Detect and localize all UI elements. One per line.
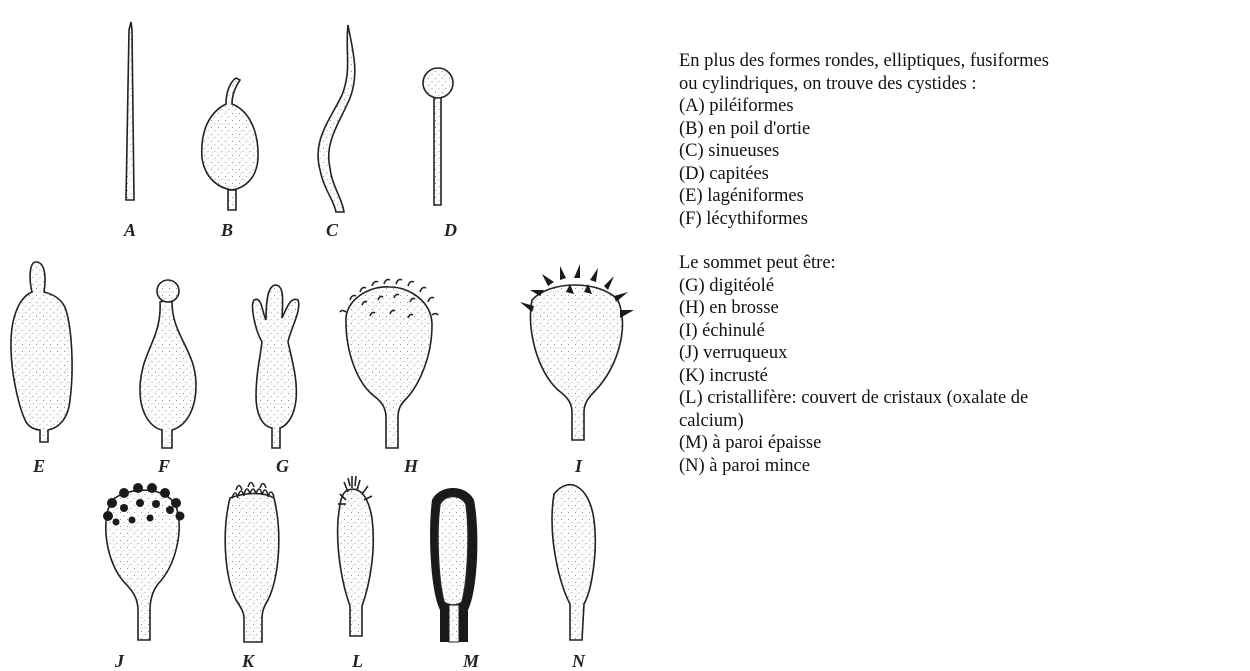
label-f: F [157,456,170,476]
cystidium-k [225,483,279,643]
cystidium-m [430,488,477,642]
apex-item: (G) digitéolé [679,275,1239,298]
apex-item: (L) cristallifère: couvert de cristaux (… [679,387,1239,410]
intro-line: En plus des formes rondes, elliptiques, … [679,50,1239,73]
label-l: L [351,651,363,671]
label-b: B [220,220,233,240]
cystidium-b [202,78,258,210]
apex-item: (N) à paroi mince [679,455,1239,478]
cystidium-a [126,22,134,200]
label-n: N [571,651,586,671]
apex-item: (M) à paroi épaisse [679,432,1239,455]
label-a: A [123,220,136,240]
cystidium-n [552,485,595,640]
shape-item: (B) en poil d'ortie [679,118,1239,141]
cystidium-i [520,264,634,440]
label-e: E [32,456,45,476]
cystidium-f [140,280,196,448]
cystidium-g [253,285,299,448]
cystidium-l [338,476,374,636]
label-j: J [114,651,125,671]
shape-item: (F) lécythiformes [679,208,1239,231]
apex-heading: Le sommet peut être: [679,252,1239,275]
apex-item: (H) en brosse [679,297,1239,320]
cystidium-e [11,262,72,442]
cystidium-d [423,68,453,205]
label-d: D [443,220,457,240]
label-c: C [326,220,339,240]
label-k: K [241,651,256,671]
label-g: G [276,456,289,476]
shape-item: (C) sinueuses [679,140,1239,163]
label-i: I [574,456,583,476]
cystidium-h [340,280,438,449]
intro-line: ou cylindriques, on trouve des cystides … [679,73,1239,96]
cystidia-illustration: A B C D E F G H I J K L M N [0,0,660,671]
apex-item: (J) verruqueux [679,342,1239,365]
cystidium-c [318,25,355,212]
caption-text: En plus des formes rondes, elliptiques, … [679,50,1239,477]
label-m: M [462,651,480,671]
apex-item: calcium) [679,410,1239,433]
shape-item: (D) capitées [679,163,1239,186]
apex-item: (K) incrusté [679,365,1239,388]
shape-item: (A) piléiformes [679,95,1239,118]
apex-item: (I) échinulé [679,320,1239,343]
label-h: H [403,456,419,476]
cystidium-j [103,483,185,640]
shape-item: (E) lagéniformes [679,185,1239,208]
